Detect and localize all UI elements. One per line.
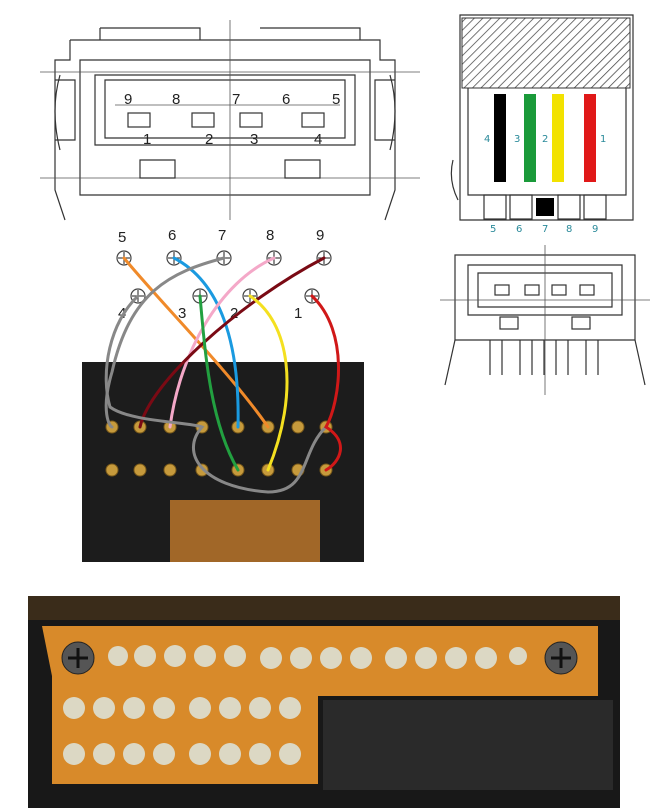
- side-bottom-label-5: 5: [490, 224, 496, 235]
- wire-pin8-pink: [168, 256, 276, 429]
- wiring-top-label-6: 6: [168, 227, 176, 244]
- wiring-bottom-label-3: 3: [178, 305, 186, 322]
- screw-left: [61, 641, 95, 675]
- side-wire-label-2: 2: [542, 134, 548, 145]
- front-lower-label-1: 1: [143, 131, 151, 148]
- front-upper-label-8: 8: [172, 91, 180, 108]
- usb-side-view-drawing: 4 3 2 1 5 6 7 8 9: [450, 14, 634, 235]
- side-wire-label-4: 4: [484, 134, 490, 145]
- wiring-top-label-5: 5: [118, 229, 126, 246]
- wire-pin2-yellow: [248, 294, 289, 472]
- side-wire-black: [494, 94, 506, 182]
- side-bottom-label-8: 8: [566, 224, 572, 235]
- front-lower-label-2: 2: [205, 131, 213, 148]
- wire-pin4-gray: [104, 294, 328, 494]
- side-bottom-label-9: 9: [592, 224, 598, 235]
- front-lower-label-4: 4: [314, 131, 322, 148]
- side-wire-label-1: 1: [600, 134, 606, 145]
- usb-front-view-drawing: 9 8 7 6 5 1 2 3 4: [40, 20, 420, 221]
- front-upper-label-6: 6: [282, 91, 290, 108]
- wiring-diagram: 5 6 7 8 9 4 3 2 1: [104, 227, 342, 494]
- pad-row-top: [108, 645, 527, 669]
- wiring-top-label-7: 7: [218, 227, 226, 244]
- side-wire-yellow: [552, 94, 564, 182]
- contact-board-photo: [28, 596, 620, 808]
- flex-cable: [170, 500, 320, 562]
- usb-bottom-view-drawing: [440, 245, 650, 395]
- header-pins: [105, 420, 333, 477]
- pad-row-bottom: [63, 743, 301, 765]
- wire-pin3-green: [198, 294, 240, 472]
- side-bottom-label-6: 6: [516, 224, 522, 235]
- wiring-bottom-label-2: 2: [230, 305, 238, 322]
- wiring-top-label-8: 8: [266, 227, 274, 244]
- wiring-bottom-label-1: 1: [294, 305, 302, 322]
- screw-right: [544, 641, 578, 675]
- side-wire-red: [584, 94, 596, 182]
- side-bottom-label-7: 7: [542, 224, 548, 235]
- front-lower-label-3: 3: [250, 131, 258, 148]
- front-upper-label-5: 5: [332, 91, 340, 108]
- side-wire-green: [524, 94, 536, 182]
- wire-pin1-red: [310, 294, 342, 472]
- wire-pin5-orange: [122, 256, 270, 429]
- front-upper-label-9: 9: [124, 91, 132, 108]
- wiring-top-label-9: 9: [316, 227, 324, 244]
- pad-row-middle: [63, 697, 301, 719]
- side-wire-label-3: 3: [514, 134, 520, 145]
- wire-pin7-gray: [104, 256, 226, 429]
- front-upper-label-7: 7: [232, 91, 240, 108]
